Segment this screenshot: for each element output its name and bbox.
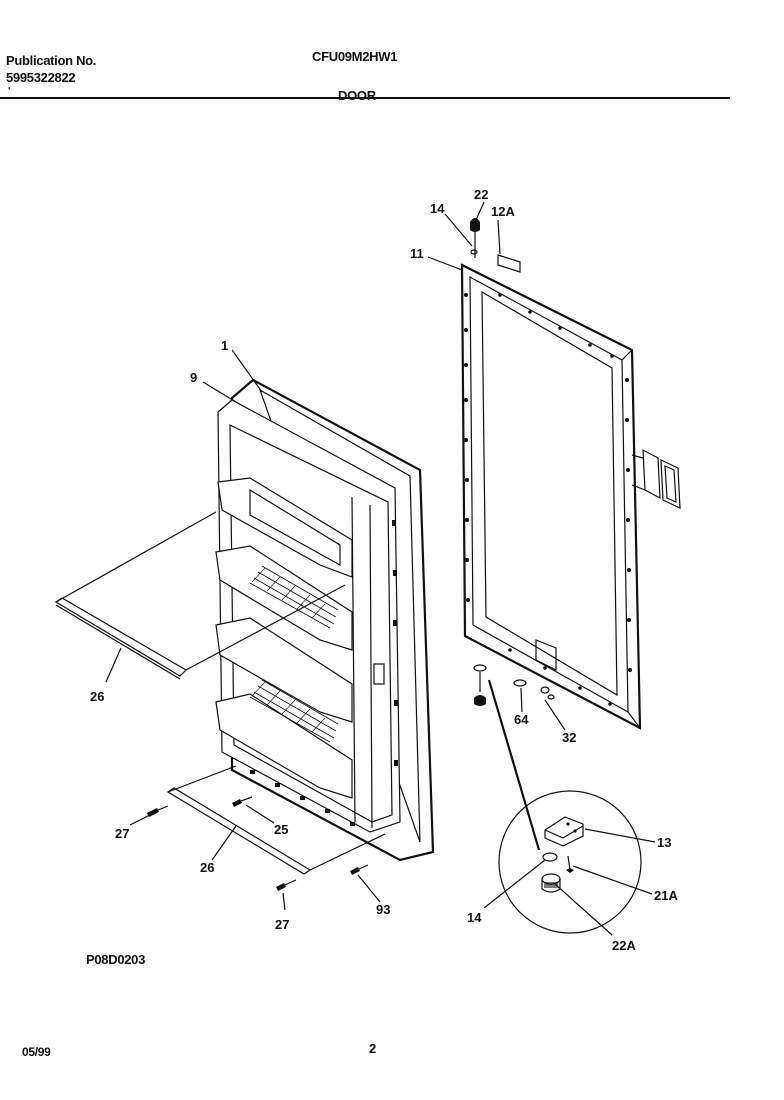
- header-rule: [0, 97, 730, 99]
- callout-22: 22: [474, 187, 488, 202]
- screws: [147, 796, 369, 891]
- leader-lines: [105, 201, 656, 936]
- door-outer-panel: [460, 263, 681, 730]
- callout-27-left: 27: [115, 826, 129, 841]
- page-number: 2: [369, 1041, 376, 1056]
- drawing-code: P08D0203: [86, 952, 146, 967]
- callout-1: 1: [221, 338, 228, 353]
- door-liner: [215, 378, 435, 862]
- callout-labels: 1 9 11 12A 14 22 26 27 25 26 27 93 64 32…: [90, 187, 678, 953]
- top-hinge-parts: [470, 218, 521, 273]
- shelf-bar-lower: [166, 765, 386, 875]
- footer-date: 05/99: [22, 1045, 51, 1059]
- callout-22a: 22A: [612, 938, 636, 953]
- callout-93: 93: [376, 902, 390, 917]
- callout-14-detail: 14: [467, 910, 482, 925]
- publication-number: 5995322822: [6, 70, 76, 85]
- tick-mark: ': [8, 86, 11, 97]
- bottom-hinge-parts: [473, 664, 555, 851]
- callout-26-upper: 26: [90, 689, 104, 704]
- callout-9: 9: [190, 370, 197, 385]
- callout-27-bottom: 27: [275, 917, 289, 932]
- callout-64: 64: [514, 712, 529, 727]
- hinge-detail-circle: [498, 790, 642, 934]
- callout-25: 25: [274, 822, 288, 837]
- callout-21a: 21A: [654, 888, 678, 903]
- callout-13: 13: [657, 835, 671, 850]
- callout-26-lower: 26: [200, 860, 214, 875]
- callout-11: 11: [410, 246, 424, 261]
- model-number: CFU09M2HW1: [312, 49, 398, 64]
- callout-12a: 12A: [491, 204, 515, 219]
- section-title: DOOR: [338, 88, 376, 103]
- publication-label: Publication No.: [6, 53, 97, 68]
- callout-14-top: 14: [430, 201, 445, 216]
- shelf-bar-upper: [54, 511, 346, 680]
- callout-32: 32: [562, 730, 576, 745]
